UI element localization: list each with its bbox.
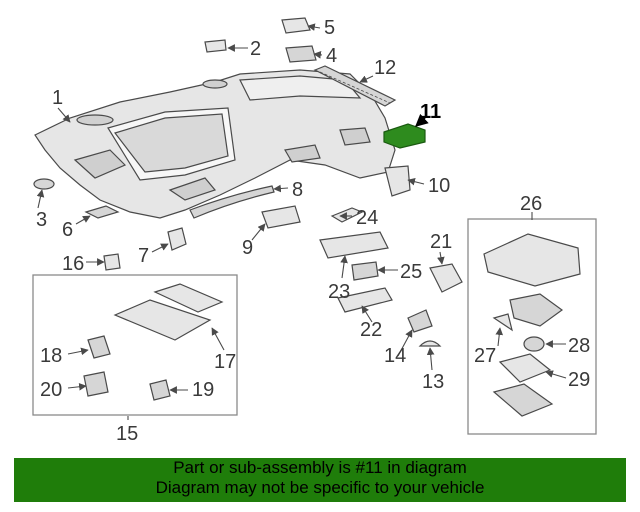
lamp-part-21 — [429, 263, 463, 293]
visor-clip-part-18 — [87, 335, 111, 359]
callout-11-highlighted: 11 — [420, 101, 441, 123]
bracket-part-9 — [261, 205, 301, 229]
callout-26: 26 — [520, 193, 542, 215]
callout-4: 4 — [326, 45, 337, 67]
console-part-22 — [337, 287, 393, 313]
callout-5: 5 — [324, 17, 335, 39]
callout-23: 23 — [328, 281, 350, 303]
console-cover — [492, 383, 554, 417]
sun-visor-part-b — [153, 283, 224, 313]
callout-15: 15 — [116, 423, 138, 445]
callout-6: 6 — [62, 219, 73, 241]
housing-part-14 — [407, 309, 433, 333]
panel-part-29 — [498, 353, 552, 383]
callout-22: 22 — [360, 319, 382, 341]
callout-10: 10 — [428, 175, 450, 197]
info-banner: Part or sub-assembly is #11 in diagram D… — [14, 458, 626, 502]
visor-bracket-part-20 — [83, 371, 109, 397]
callout-14: 14 — [384, 345, 406, 367]
frame-part-23 — [319, 231, 389, 259]
callout-29: 29 — [568, 369, 590, 391]
callout-20: 20 — [40, 379, 62, 401]
callout-1: 1 — [52, 87, 63, 109]
cover-part-10 — [384, 165, 411, 197]
callout-27: 27 — [474, 345, 496, 367]
callout-3: 3 — [36, 209, 47, 231]
clip-part-2 — [204, 39, 227, 53]
banner-line-2: Diagram may not be specific to your vehi… — [155, 478, 485, 497]
lens-part-27 — [492, 313, 513, 332]
clip-part-16 — [103, 253, 121, 271]
callout-18: 18 — [40, 345, 62, 367]
callout-16: 16 — [62, 253, 84, 275]
headliner-part — [34, 69, 396, 219]
cap-part-3 — [33, 178, 55, 190]
plate-part-5 — [281, 17, 311, 34]
subassembly-box-15 — [32, 274, 238, 416]
callout-2: 2 — [250, 38, 261, 60]
callout-13: 13 — [422, 371, 444, 393]
callout-19: 19 — [192, 379, 214, 401]
callout-25: 25 — [400, 261, 422, 283]
plate-part-4 — [285, 45, 317, 63]
callout-17: 17 — [214, 351, 236, 373]
clip-part-7 — [167, 227, 187, 251]
callout-7: 7 — [138, 245, 149, 267]
switch-part-25 — [351, 261, 379, 281]
banner-line-1: Part or sub-assembly is #11 in diagram — [173, 458, 467, 477]
callout-8: 8 — [292, 179, 303, 201]
console-insert — [509, 293, 564, 327]
callout-24: 24 — [356, 207, 378, 229]
knob-part-28 — [523, 336, 545, 352]
pad-part-6 — [84, 205, 120, 219]
console-housing-part-26 — [483, 233, 581, 287]
callout-12: 12 — [374, 57, 396, 79]
cap-part-13 — [418, 340, 442, 347]
callout-21: 21 — [430, 231, 452, 253]
callout-9: 9 — [242, 237, 253, 259]
sun-visor-part-a — [113, 299, 212, 341]
visor-hinge-part-19 — [149, 379, 171, 401]
callout-28: 28 — [568, 335, 590, 357]
bracket-part-11-highlighted — [383, 123, 426, 149]
parts-diagram: 1 2 3 4 5 6 7 8 9 10 11 12 13 14 15 16 1… — [32, 17, 597, 445]
